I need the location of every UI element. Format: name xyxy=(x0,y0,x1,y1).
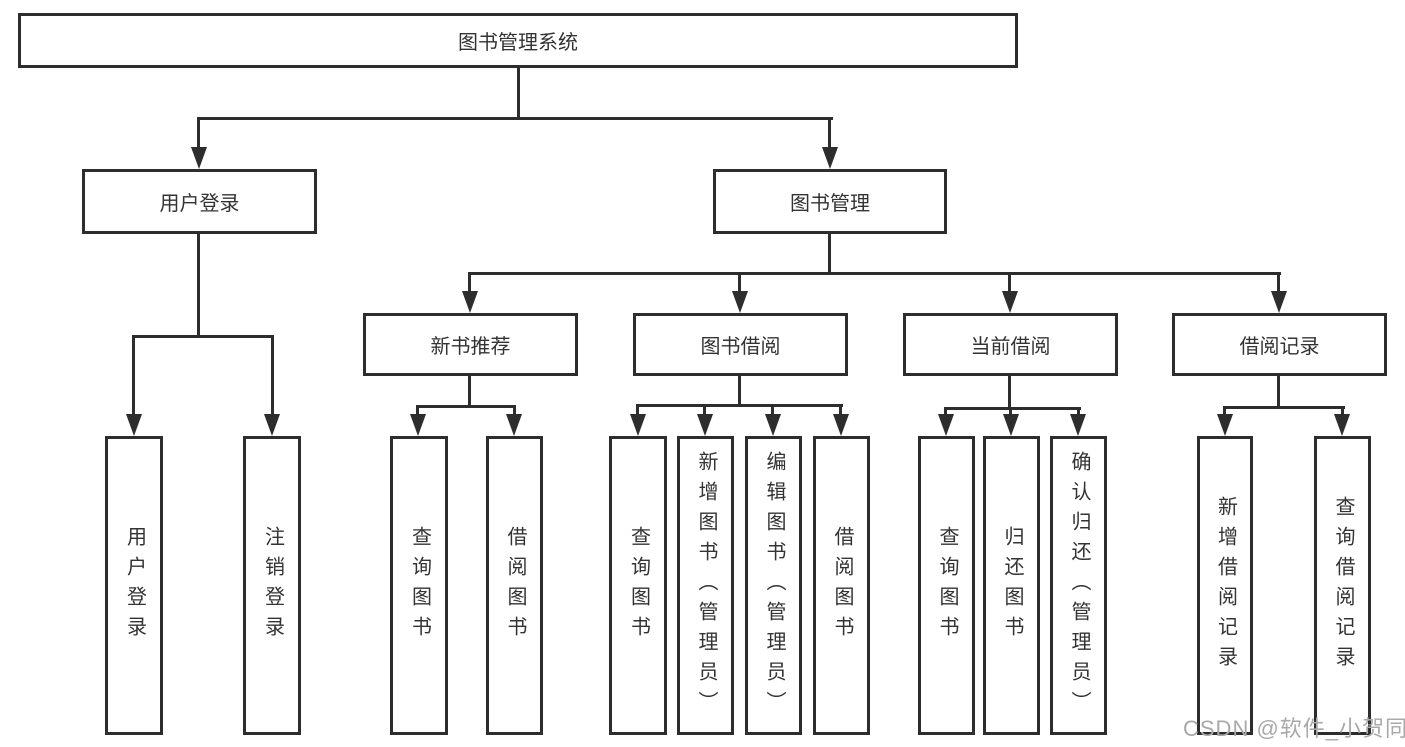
leaf-query-book-borrow: 查询图书 xyxy=(609,436,667,735)
connector-line xyxy=(468,272,471,293)
leaf-label: 用户登录 xyxy=(123,525,146,646)
arrow-down-icon xyxy=(732,291,748,313)
node-label: 用户登录 xyxy=(159,193,240,215)
arrow-down-icon xyxy=(1070,414,1086,436)
connector-line xyxy=(1077,407,1080,416)
leaf-borrow-book-recommend: 借阅图书 xyxy=(486,436,543,735)
leaf-label: 查询图书 xyxy=(936,525,958,646)
leaf-label: 归还图书 xyxy=(1001,525,1023,646)
connector-line xyxy=(513,405,516,417)
connector-line xyxy=(416,405,419,417)
node-current-borrowing: 当前借阅 xyxy=(903,313,1118,376)
leaf-return-book: 归还图书 xyxy=(983,436,1040,735)
leaf-label: 确认归还（管理员） xyxy=(1068,450,1090,721)
node-library-management-system: 图书管理系统 xyxy=(18,13,1018,68)
node-label: 当前借阅 xyxy=(970,336,1051,358)
leaf-query-book-current: 查询图书 xyxy=(918,436,975,735)
connector-line xyxy=(468,272,1281,275)
connector-line xyxy=(1008,272,1011,293)
connector-line xyxy=(468,376,471,408)
connector-line xyxy=(636,404,639,416)
connector-line xyxy=(197,234,200,337)
connector-line xyxy=(944,407,1081,410)
leaf-logout: 注销登录 xyxy=(243,436,301,735)
arrow-down-icon xyxy=(938,414,954,436)
connector-line xyxy=(1223,406,1345,409)
leaf-label: 编辑图书（管理员） xyxy=(763,450,785,721)
arrow-down-icon xyxy=(765,414,781,436)
connector-line xyxy=(703,404,706,416)
arrow-down-icon xyxy=(264,414,280,436)
leaf-query-borrow-record: 查询借阅记录 xyxy=(1314,436,1371,735)
connector-line xyxy=(1277,272,1280,293)
leaf-label: 查询图书 xyxy=(408,525,431,646)
connector-line xyxy=(839,404,842,416)
arrow-down-icon xyxy=(1334,414,1350,436)
connector-line xyxy=(271,335,274,416)
leaf-add-borrow-record: 新增借阅记录 xyxy=(1197,436,1253,735)
csdn-watermark: CSDN @软件_小贺同学 xyxy=(1183,716,1405,741)
leaf-label: 查询借阅记录 xyxy=(1332,495,1354,676)
node-label: 图书管理系统 xyxy=(458,32,578,54)
connector-line xyxy=(738,272,741,293)
node-new-book-recommend: 新书推荐 xyxy=(363,313,578,376)
connector-line xyxy=(1008,376,1011,410)
leaf-label: 新增借阅记录 xyxy=(1214,495,1237,676)
leaf-add-book-admin: 新增图书（管理员） xyxy=(677,436,734,735)
leaf-label: 借阅图书 xyxy=(831,525,853,646)
connector-line xyxy=(132,335,135,416)
connector-line xyxy=(197,117,200,149)
connector-line xyxy=(132,335,274,338)
arrow-down-icon xyxy=(630,414,646,436)
arrow-down-icon xyxy=(1003,414,1019,436)
arrow-down-icon xyxy=(506,414,522,436)
connector-line xyxy=(828,234,831,274)
leaf-label: 查询图书 xyxy=(627,525,650,646)
leaf-user-login: 用户登录 xyxy=(105,436,163,735)
leaf-borrow-book: 借阅图书 xyxy=(813,436,870,735)
arrow-down-icon xyxy=(833,414,849,436)
arrow-down-icon xyxy=(191,147,207,169)
leaf-label: 借阅图书 xyxy=(504,525,526,646)
arrow-down-icon xyxy=(462,291,478,313)
leaf-query-book-recommend: 查询图书 xyxy=(390,436,448,735)
arrow-down-icon xyxy=(822,147,838,169)
arrow-down-icon xyxy=(1217,414,1233,436)
connector-line xyxy=(1277,376,1280,409)
arrow-down-icon xyxy=(697,414,713,436)
node-user-login-branch: 用户登录 xyxy=(82,169,317,234)
arrow-down-icon xyxy=(1271,291,1287,313)
node-label: 新书推荐 xyxy=(430,336,511,358)
connector-line xyxy=(771,404,774,416)
connector-line xyxy=(1009,407,1012,416)
node-borrowing-records: 借阅记录 xyxy=(1172,313,1387,376)
connector-line xyxy=(738,376,741,407)
arrow-down-icon xyxy=(410,414,426,436)
leaf-label: 新增图书（管理员） xyxy=(695,450,717,721)
connector-line xyxy=(197,117,833,120)
leaf-confirm-return-admin: 确认归还（管理员） xyxy=(1050,436,1107,735)
connector-line xyxy=(1341,406,1344,416)
connector-line xyxy=(1223,406,1226,416)
connector-line xyxy=(828,117,831,149)
connector-line xyxy=(416,405,516,408)
arrow-down-icon xyxy=(126,414,142,436)
node-book-management-branch: 图书管理 xyxy=(713,169,947,234)
node-label: 借阅记录 xyxy=(1239,336,1320,358)
leaf-edit-book-admin: 编辑图书（管理员） xyxy=(745,436,802,735)
leaf-label: 注销登录 xyxy=(261,525,284,646)
arrow-down-icon xyxy=(1002,291,1018,313)
node-label: 图书管理 xyxy=(790,193,870,215)
connector-line xyxy=(636,404,843,407)
node-label: 图书借阅 xyxy=(700,336,781,358)
connector-line xyxy=(944,407,947,416)
node-book-borrowing: 图书借阅 xyxy=(633,313,848,376)
connector-line xyxy=(517,68,520,118)
